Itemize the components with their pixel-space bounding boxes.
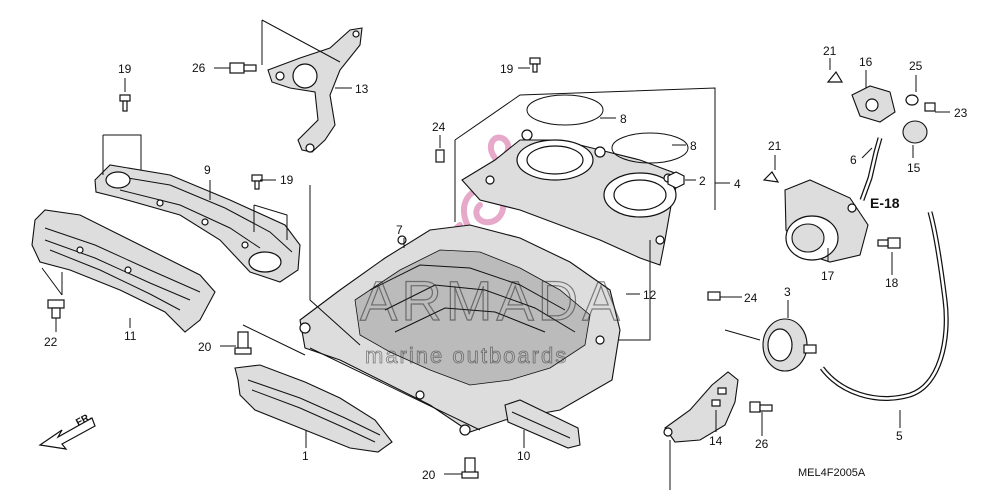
bolt-22 xyxy=(47,299,65,319)
part-4-flange-assembly xyxy=(461,129,681,266)
part-3-actuator xyxy=(724,318,817,372)
bolt-23 xyxy=(924,102,936,112)
callout-7: 7 xyxy=(396,223,403,237)
part-16-solenoid-valve xyxy=(851,85,896,123)
clip-21-mid xyxy=(762,171,780,183)
bolt-20-lower xyxy=(461,457,479,479)
part-11-heat-insulator xyxy=(31,209,216,333)
callout-16: 16 xyxy=(859,55,873,69)
part-1-lower-plate xyxy=(234,364,393,453)
reference-label: E-18 xyxy=(870,195,900,211)
callout-2: 2 xyxy=(699,174,706,188)
callout-25: 25 xyxy=(909,59,923,73)
callout-1: 1 xyxy=(302,449,309,463)
callout-3: 3 xyxy=(784,285,791,299)
bolt-19-top xyxy=(529,57,541,73)
callout-17: 17 xyxy=(821,269,835,283)
callout-20: 20 xyxy=(198,340,212,354)
part-10-strip xyxy=(504,399,581,449)
callout-9: 9 xyxy=(204,163,211,177)
callout-24: 24 xyxy=(744,291,758,305)
callout-12: 12 xyxy=(643,288,657,302)
callout-19: 19 xyxy=(500,62,514,76)
bolt-24-lower xyxy=(707,291,721,301)
bolt-26-lower xyxy=(749,401,773,413)
drawing-code: MEL4F2005A xyxy=(798,467,866,479)
callout-22: 22 xyxy=(44,335,58,349)
callout-20: 20 xyxy=(422,468,436,482)
part-17-vacuum-tank xyxy=(784,179,869,263)
callout-10: 10 xyxy=(517,449,531,463)
bolt-19-left xyxy=(119,94,131,112)
callout-26: 26 xyxy=(755,437,769,451)
gasket-8-right xyxy=(611,132,689,164)
front-direction-arrow-icon: FR. xyxy=(38,411,96,450)
part-9-upper-cover xyxy=(94,164,301,283)
callout-14: 14 xyxy=(709,434,723,448)
callout-18: 18 xyxy=(885,276,899,290)
callout-8: 8 xyxy=(690,139,697,153)
bolt-19-mid xyxy=(251,174,263,190)
bolt-26-top xyxy=(229,62,257,74)
callout-11: 11 xyxy=(124,329,137,343)
callout-8: 8 xyxy=(620,112,627,126)
clip-21-top xyxy=(826,70,844,83)
part-13-bracket xyxy=(267,27,363,153)
callout-24: 24 xyxy=(432,120,446,134)
watermark-brand: ARMADA xyxy=(360,269,624,332)
watermark-tagline: marine outboards xyxy=(365,343,568,368)
callout-13: 13 xyxy=(355,82,369,96)
callout-21: 21 xyxy=(768,139,782,153)
callout-19: 19 xyxy=(118,62,132,76)
callout-21: 21 xyxy=(823,44,837,58)
gasket-8-left xyxy=(526,94,604,126)
callout-23: 23 xyxy=(954,106,968,120)
cap-15 xyxy=(902,120,928,144)
part-14-bracket xyxy=(663,371,739,443)
nut-2 xyxy=(667,171,685,189)
washer-25 xyxy=(905,94,919,106)
callout-15: 15 xyxy=(907,161,921,175)
bolt-18 xyxy=(877,237,901,249)
callout-4: 4 xyxy=(734,177,741,191)
callout-5: 5 xyxy=(896,429,903,443)
callout-6: 6 xyxy=(850,153,857,167)
callout-26: 26 xyxy=(192,61,206,75)
callout-19: 19 xyxy=(280,173,294,187)
bolt-24-upper xyxy=(435,149,445,163)
part-7-intake-manifold xyxy=(299,185,621,436)
bolt-20-upper xyxy=(234,331,252,355)
